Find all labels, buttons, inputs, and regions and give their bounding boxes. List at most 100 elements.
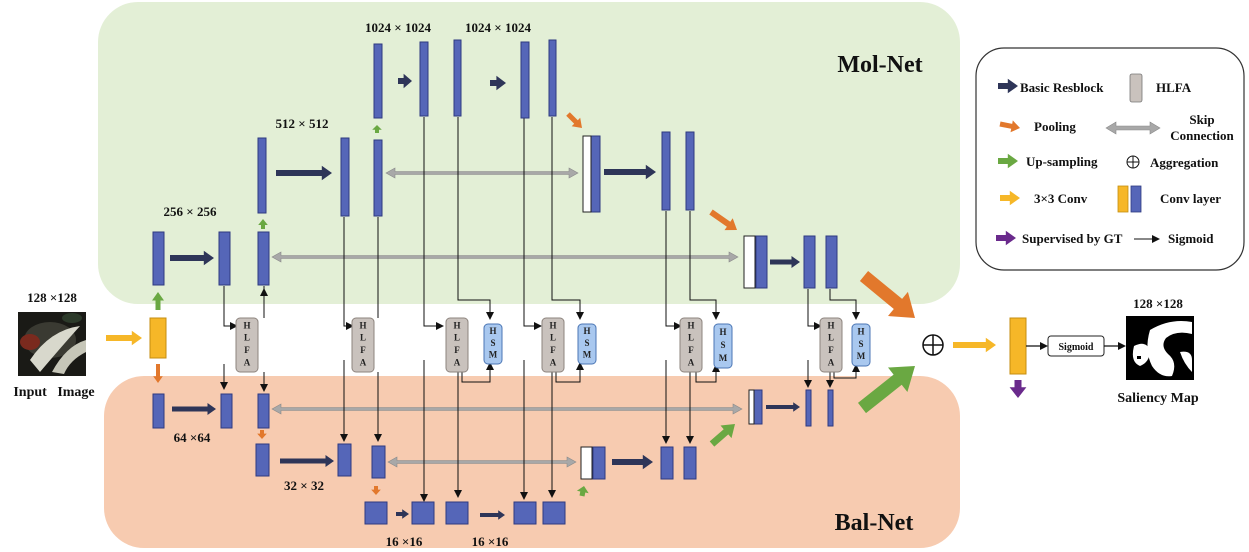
hlfa-module-5-letter-2: L (688, 333, 694, 343)
conv-block-27 (514, 502, 536, 524)
conv-block-23 (372, 446, 385, 478)
concat-block-1 (583, 136, 591, 212)
conv-block-33 (806, 390, 811, 426)
legend-skip-line1: Skip (1189, 112, 1214, 127)
conv-block-16 (804, 236, 815, 288)
hsm-module-3-letter-3: M (719, 353, 728, 363)
conv-block-24 (365, 502, 387, 524)
legend-hlfa-swatch (1130, 74, 1142, 102)
conv-block-12 (591, 136, 600, 212)
conv-block-15 (756, 236, 767, 288)
conv-block-2 (219, 232, 230, 285)
hlfa-module-5-letter-3: F (688, 345, 694, 355)
conv-block-25 (412, 502, 434, 524)
legend-supervised: Supervised by GT (1022, 231, 1123, 246)
hlfa-module-6-letter-2: L (828, 333, 834, 343)
hsm-module-3-letter-1: H (719, 327, 726, 337)
hlfa-module-4-letter-3: F (550, 345, 556, 355)
size-1024-left: 1024 × 1024 (365, 20, 431, 35)
hsm-module-2: HSM (578, 324, 596, 364)
hlfa-module-6-letter-3: F (828, 345, 834, 355)
size-16-left: 16 ×16 (386, 534, 423, 549)
legend-conv-layer: Conv layer (1160, 191, 1221, 206)
hsm-module-4-letter-2: S (858, 339, 863, 349)
hlfa-module-2-letter-4: A (360, 357, 367, 367)
hsm-module-2-letter-1: H (583, 326, 590, 336)
hsm-module-4: HSM (852, 324, 870, 366)
hlfa-module-4-letter-2: L (550, 333, 556, 343)
bal-net-title: Bal-Net (835, 510, 914, 536)
hlfa-module-3-letter-4: A (454, 357, 461, 367)
hlfa-module-4-letter-4: A (550, 357, 557, 367)
conv-block-31 (684, 447, 696, 479)
conv-block-26 (446, 502, 468, 524)
input-image-label: Input Image (13, 385, 94, 400)
hlfa-module-5-letter-4: A (688, 357, 695, 367)
conv-block-8 (420, 42, 428, 116)
hsm-module-1: HSM (484, 324, 502, 364)
hlfa-module-6: HLFA (820, 318, 842, 372)
conv-block-5 (341, 138, 349, 216)
hsm-module-1-letter-3: M (489, 350, 498, 360)
legend-hlfa: HLFA (1156, 80, 1192, 95)
size-64: 64 ×64 (174, 430, 211, 445)
flow-arrow-26 (953, 338, 996, 352)
hlfa-module-3: HLFA (446, 318, 468, 372)
hlfa-module-3-letter-1: H (453, 320, 460, 330)
hlfa-module-2-letter-1: H (359, 320, 366, 330)
conv-block-3 (258, 232, 269, 285)
hsm-module-1-letter-2: S (490, 338, 495, 348)
input-conv-block (150, 318, 166, 358)
hsm-module-4-letter-3: M (857, 351, 866, 361)
mol-net-title: Mol-Net (837, 52, 922, 78)
hlfa-module-1-letter-4: A (244, 357, 251, 367)
hlfa-module-4-letter-1: H (549, 320, 556, 330)
legend-aggregation-symbol (1127, 156, 1139, 168)
conv-block-34 (828, 390, 833, 426)
size-128-input: 128 ×128 (27, 290, 77, 305)
conv-block-10 (521, 42, 529, 118)
hsm-module-2-letter-2: S (584, 338, 589, 348)
size-128-output: 128 ×128 (1133, 296, 1183, 311)
size-32: 32 × 32 (284, 478, 324, 493)
conv-block-7 (374, 44, 382, 118)
conv-block-6 (374, 140, 382, 216)
flow-arrow-27 (1010, 380, 1027, 398)
hsm-module-1-letter-1: H (489, 326, 496, 336)
hlfa-module-4: HLFA (542, 318, 564, 372)
size-16-right: 16 ×16 (472, 534, 509, 549)
conv-block-30 (661, 447, 673, 479)
conv-block-22 (338, 444, 351, 476)
conv-block-17 (826, 236, 837, 288)
output-conv-block (1010, 318, 1026, 374)
size-1024-right: 1024 × 1024 (465, 20, 531, 35)
hlfa-module-1: HLFA (236, 318, 258, 372)
hlfa-module-1-letter-2: L (244, 333, 250, 343)
hsm-module-4-letter-1: H (857, 327, 864, 337)
hlfa-module-2: HLFA (352, 318, 374, 372)
legend-conv-blue (1131, 186, 1141, 212)
legend-conv-yellow (1118, 186, 1128, 212)
legend-aggregation: Aggregation (1150, 155, 1219, 170)
size-512: 512 × 512 (276, 116, 329, 131)
conv-block-1 (153, 232, 164, 285)
conv-block-20 (258, 394, 269, 428)
concat-block-2 (744, 236, 755, 288)
sigmoid-box-label: Sigmoid (1058, 342, 1093, 353)
legend-skip-line2: Connection (1170, 128, 1234, 143)
hsm-module-3-letter-2: S (720, 340, 725, 350)
concat-block-4 (749, 390, 754, 424)
conv-block-9 (454, 40, 461, 116)
conv-block-18 (153, 394, 164, 428)
legend-upsampling: Up-sampling (1026, 154, 1098, 169)
hlfa-module-3-letter-3: F (454, 345, 460, 355)
hlfa-module-1-letter-3: F (244, 345, 250, 355)
saliency-map-label: Saliency Map (1117, 391, 1198, 406)
size-256: 256 × 256 (164, 204, 217, 219)
legend-basic-resblock: Basic Resblock (1020, 80, 1104, 95)
hlfa-module-2-letter-3: F (360, 345, 366, 355)
legend-pooling: Pooling (1034, 119, 1076, 134)
hlfa-module-5: HLFA (680, 318, 702, 372)
